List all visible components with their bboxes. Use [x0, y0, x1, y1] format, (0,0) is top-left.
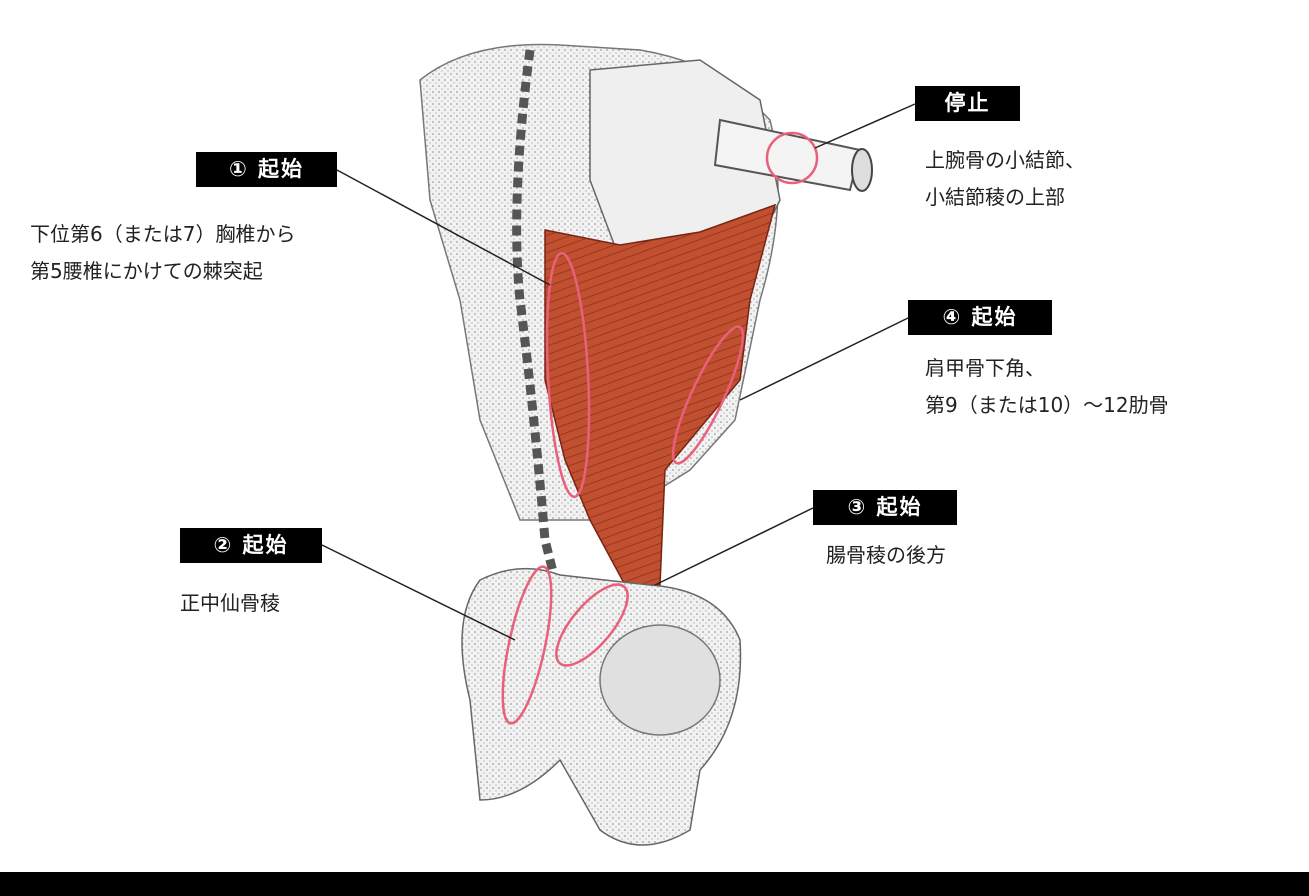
origin2-tag: ② 起始 [180, 528, 322, 563]
origin1-highlight [545, 251, 591, 499]
desc-line: 第9（または10）～12肋骨 [925, 393, 1169, 417]
origin4-highlight [671, 325, 745, 465]
origin3-highlight [555, 583, 629, 667]
origin1-leader [336, 169, 551, 286]
origin4-description: 肩甲骨下角、 第9（または10）～12肋骨 [925, 350, 1169, 424]
bottom-bar [0, 872, 1309, 896]
insertion-highlight [765, 131, 819, 185]
origin3-description: 腸骨稜の後方 [826, 537, 946, 574]
humerus [713, 118, 862, 192]
desc-line: 正中仙骨稜 [180, 591, 280, 615]
origin2-highlight [501, 565, 553, 725]
origin4-leader [739, 317, 909, 401]
origin1-description: 下位第6（または7）胸椎から 第5腰椎にかけての棘突起 [30, 216, 295, 290]
desc-line: 肩甲骨下角、 [925, 356, 1045, 380]
origin2-leader [321, 544, 516, 641]
origin2-description: 正中仙骨稜 [180, 585, 280, 622]
origin3-tag: ③ 起始 [813, 490, 957, 525]
desc-line: 腸骨稜の後方 [826, 543, 946, 567]
origin1-tag: ① 起始 [196, 152, 337, 187]
latissimus-dorsi-muscle [544, 203, 777, 586]
origin4-tag: ④ 起始 [908, 300, 1052, 335]
desc-line: 第5腰椎にかけての棘突起 [30, 259, 263, 283]
desc-line: 下位第6（または7）胸椎から [30, 222, 296, 246]
desc-line: 上腕骨の小結節、 [925, 148, 1085, 172]
origin3-leader [654, 507, 814, 586]
insertion-description: 上腕骨の小結節、 小結節稜の上部 [925, 142, 1085, 216]
insertion-tag: 停止 [915, 86, 1020, 121]
desc-line: 小結節稜の上部 [925, 185, 1065, 209]
insertion-leader [814, 103, 916, 149]
